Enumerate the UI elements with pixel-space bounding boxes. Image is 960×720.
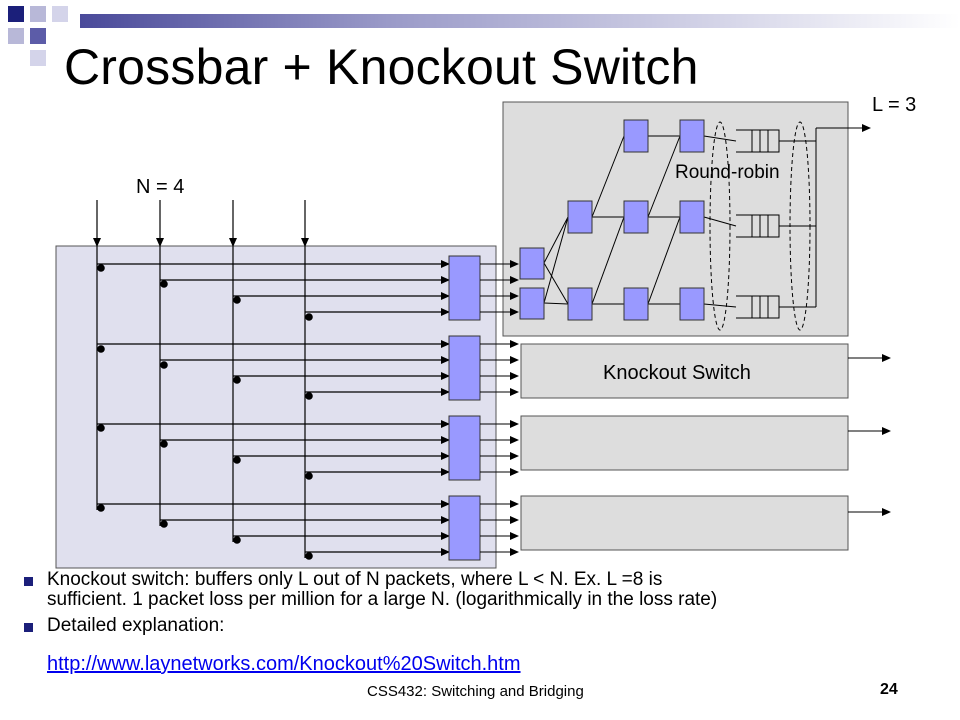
switching-element xyxy=(519,247,545,280)
round-robin-ellipse xyxy=(709,121,731,331)
network-link xyxy=(543,262,569,305)
bullet-item-2-text: Detailed explanation: xyxy=(47,615,225,636)
crossbar-box xyxy=(55,245,497,569)
bullet-item-1: Knockout switch: buffers only L out of N… xyxy=(24,570,904,610)
queue-slots xyxy=(751,215,769,237)
explanation-link[interactable]: http://www.laynetworks.com/Knockout%20Sw… xyxy=(47,653,521,675)
header-square-mid xyxy=(30,28,46,44)
crossbar-lines xyxy=(97,260,450,556)
header-decoration xyxy=(8,6,960,66)
crosspoint-dots xyxy=(97,264,313,560)
switching-element xyxy=(623,287,649,321)
crosspoint-dot xyxy=(97,504,105,512)
crosspoint-dot xyxy=(160,520,168,528)
crosspoint-dot xyxy=(97,345,105,353)
queue xyxy=(736,129,780,153)
concentrator-block-2 xyxy=(448,335,481,401)
switching-element xyxy=(623,119,649,153)
network-link xyxy=(543,302,569,305)
crosspoint-dot xyxy=(233,456,241,464)
output-queues xyxy=(736,129,780,319)
queue xyxy=(736,295,780,319)
knockout-outputs xyxy=(848,354,891,516)
crosspoint-dot xyxy=(233,296,241,304)
n-label: N = 4 xyxy=(136,176,185,198)
header-square-dark xyxy=(8,6,24,22)
network-link xyxy=(703,216,737,227)
queue xyxy=(736,214,780,238)
concentrator-block-1 xyxy=(448,255,481,321)
crosspoint-dot xyxy=(160,361,168,369)
header-square-light xyxy=(30,50,46,66)
network-link xyxy=(591,216,625,305)
switching-element xyxy=(679,287,705,321)
header-square-light xyxy=(30,6,46,22)
knockout-switch-box-4 xyxy=(520,495,849,551)
l-label: L = 3 xyxy=(872,94,917,116)
switching-element xyxy=(567,200,593,234)
crosspoint-dot xyxy=(305,392,313,400)
crosspoint-dot xyxy=(305,472,313,480)
round-robin-ellipses xyxy=(709,121,811,331)
network-link xyxy=(591,135,625,218)
knockout-switch-box-1 xyxy=(502,101,849,337)
crosspoint-dot xyxy=(305,552,313,560)
network-link xyxy=(543,216,569,304)
queue-slots xyxy=(751,296,769,318)
network-link xyxy=(703,303,737,308)
bullet-item-2: Detailed explanation: xyxy=(24,616,904,636)
round-robin-ellipse xyxy=(789,121,811,331)
knockout-switch-box-3 xyxy=(520,415,849,471)
round-robin-label: Round-robin xyxy=(675,162,780,183)
header-square-light xyxy=(52,6,68,22)
switching-element xyxy=(567,287,593,321)
switching-element xyxy=(679,200,705,234)
queue-slots xyxy=(751,130,769,152)
footer-text: CSS432: Switching and Bridging xyxy=(367,683,584,700)
knockout-network xyxy=(543,124,871,308)
crosspoint-dot xyxy=(97,264,105,272)
page-number: 24 xyxy=(880,681,898,698)
crosspoint-dot xyxy=(233,376,241,384)
concentrators xyxy=(448,255,481,561)
switching-element xyxy=(519,287,545,320)
knockout-switching-elements xyxy=(519,119,705,321)
slide-title: Crossbar + Knockout Switch xyxy=(64,39,699,95)
concentrator-block-3 xyxy=(448,415,481,481)
bullet-item-1-line-1: Knockout switch: buffers only L out of N… xyxy=(47,569,663,590)
network-link xyxy=(543,216,569,264)
network-link xyxy=(647,216,681,305)
header-square-light xyxy=(8,28,24,44)
knockout-switch-label: Knockout Switch xyxy=(603,362,751,384)
crosspoint-dot xyxy=(233,536,241,544)
network-link xyxy=(703,135,737,142)
concentrator-outputs xyxy=(480,260,519,556)
header-bar xyxy=(80,14,960,28)
concentrator-block-4 xyxy=(448,495,481,561)
switching-element xyxy=(623,200,649,234)
crosspoint-dot xyxy=(160,280,168,288)
crosspoint-dot xyxy=(160,440,168,448)
switching-element xyxy=(679,119,705,153)
bullet-list: Knockout switch: buffers only L out of N… xyxy=(24,570,904,642)
bullet-item-1-line-2: sufficient. 1 packet loss per million fo… xyxy=(47,589,718,610)
crosspoint-dot xyxy=(97,424,105,432)
crosspoint-dot xyxy=(305,313,313,321)
knockout-switch-box-2 xyxy=(520,343,849,399)
input-lines xyxy=(93,200,309,558)
network-link xyxy=(647,135,681,218)
